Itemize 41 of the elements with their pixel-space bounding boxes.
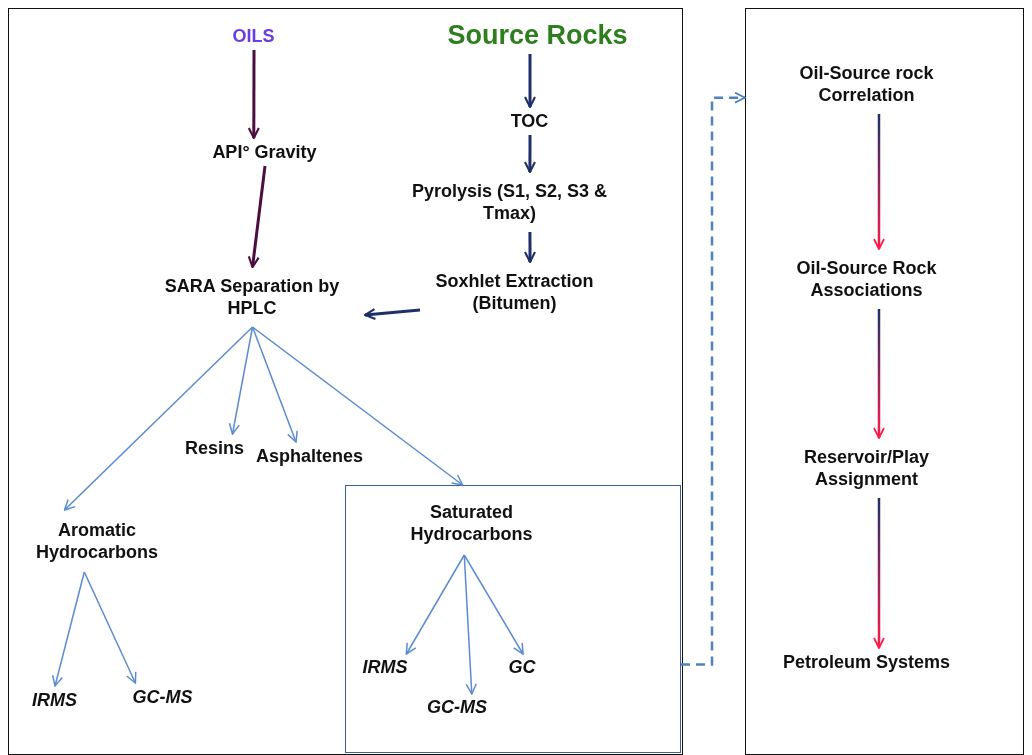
fraction-label: Resins [179, 433, 250, 462]
method-label: GC [501, 653, 543, 681]
step-label: Oil-Source rock Correlation [766, 53, 967, 114]
arrow [251, 326, 298, 443]
method-label: GC-MS [411, 693, 503, 721]
arrow [463, 554, 524, 655]
arrow [363, 308, 421, 321]
arrow [51, 571, 86, 687]
step-label: API° Gravity [184, 137, 345, 166]
panel-frame [745, 8, 1024, 755]
fraction-label: Aromatic Hydrocarbons [14, 509, 180, 572]
arrow [251, 326, 464, 486]
arrow [523, 54, 537, 109]
arrow [873, 114, 885, 250]
step-label: SARA Separation by HPLC [139, 266, 365, 327]
arrow [228, 326, 254, 435]
arrow [873, 498, 885, 649]
fraction-label: Saturated Hydrocarbons [389, 492, 554, 554]
step-label: Soxhlet Extraction (Bitumen) [419, 261, 610, 322]
arrow [247, 50, 260, 140]
arrow [405, 554, 465, 655]
group-frame [344, 484, 681, 753]
step-label: Reservoir/Play Assignment [766, 437, 967, 498]
step-label: Petroleum Systems [766, 647, 967, 676]
heading-label: OILS [218, 21, 289, 50]
arrow [681, 91, 746, 666]
heading-label: Source Rocks [429, 15, 646, 54]
arrow [247, 165, 267, 269]
method-label: GC-MS [116, 682, 209, 711]
arrow [63, 326, 254, 511]
arrow [523, 135, 536, 174]
arrow [873, 309, 885, 439]
arrow [83, 571, 137, 684]
arrow [463, 554, 477, 695]
arrow [523, 232, 537, 264]
step-label: Pyrolysis (S1, S2, S3 & Tmax) [404, 171, 615, 232]
step-label: TOC [499, 106, 560, 135]
method-label: IRMS [351, 653, 419, 681]
step-label: Oil-Source Rock Associations [766, 248, 967, 309]
method-label: IRMS [21, 685, 88, 714]
panel-frame [8, 8, 683, 755]
